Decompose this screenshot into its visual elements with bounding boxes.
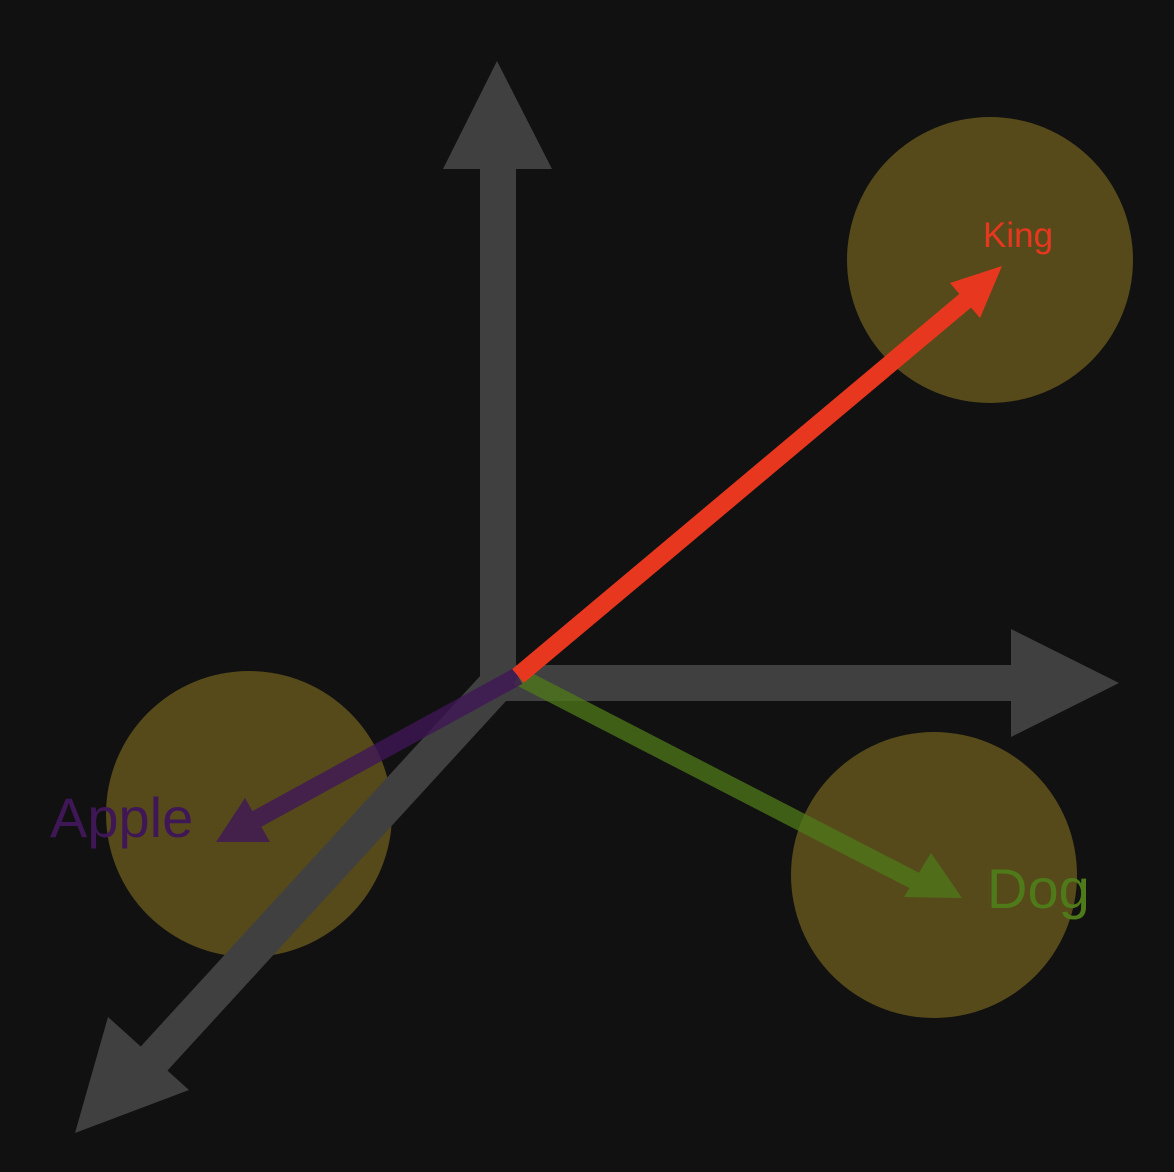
king-label: King (983, 216, 1053, 255)
z-axis-line (136, 669, 513, 1076)
king-vector (512, 266, 1002, 683)
king-vector-arrowhead (950, 266, 1002, 318)
apple-vector-arrowhead (216, 798, 270, 842)
apple-label: Apple (50, 786, 193, 849)
king-vector-shaft (512, 283, 984, 683)
dog-vector-shaft (513, 668, 930, 894)
y-axis-arrowhead (443, 61, 552, 169)
dog-label: Dog (987, 857, 1090, 920)
dog-vector-arrowhead (904, 853, 962, 898)
x-axis-arrowhead (1011, 629, 1119, 737)
z-axis-arrowhead (75, 1017, 189, 1133)
y-axis-line (480, 165, 516, 687)
vectors (216, 266, 1002, 898)
apple-vector-shaft (239, 668, 523, 834)
dog-vector (513, 668, 962, 898)
labels: King Dog Apple (50, 216, 1090, 920)
apple-vector (216, 668, 523, 842)
